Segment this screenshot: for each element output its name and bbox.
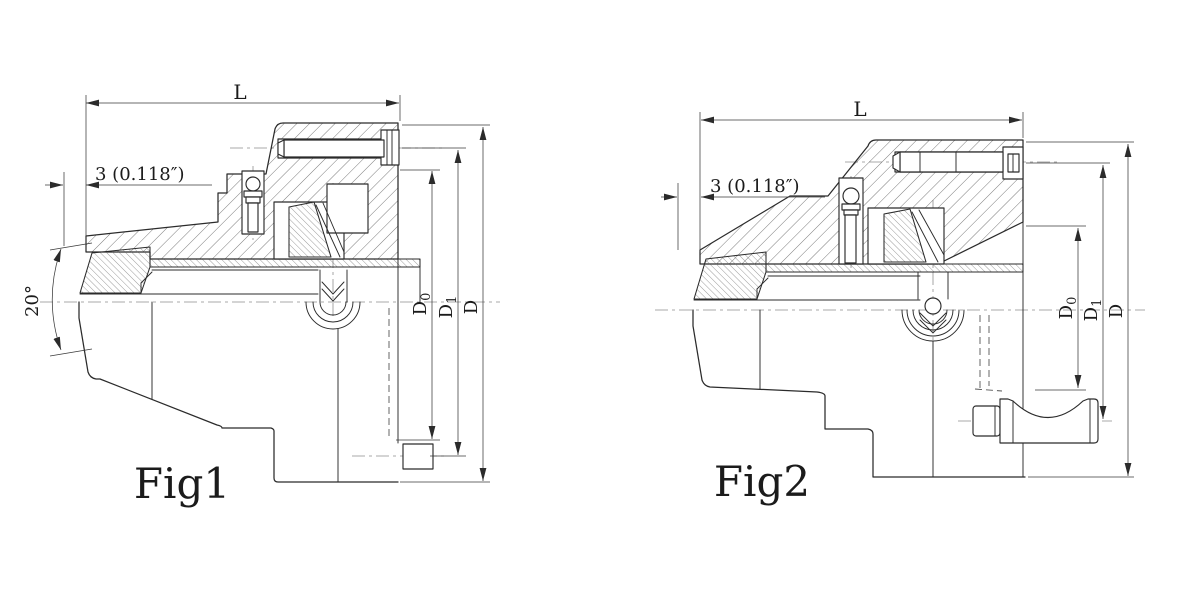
fig2-dim-d0-label: D0	[1056, 297, 1080, 320]
fig1-caption: Fig1	[134, 459, 230, 508]
fig1-dim-d-label: D	[461, 300, 482, 314]
fig1-collet-wedge	[288, 201, 345, 258]
fig2-caption: Fig2	[714, 457, 810, 506]
fig2-front-wedge	[693, 251, 767, 300]
fig1-dim-L-label: L	[233, 80, 246, 104]
fig2-cam-handle	[972, 398, 1099, 444]
fig2-dimensions: L 3 (0.118″) D0 D1 D	[661, 97, 1134, 478]
fig1-dim-d0-label: D0	[410, 293, 434, 316]
fig2-dim-L-label: L	[853, 97, 866, 121]
fig1-view: L 3 (0.118″) 20° D0 D1 D	[22, 80, 500, 508]
fig1-lower-profile	[78, 258, 434, 483]
fig2-hex-socket	[1007, 153, 1020, 173]
fig2-dim-d1-label: D1	[1081, 299, 1105, 322]
fig1-dim-offset-label: 3 (0.118″)	[95, 164, 184, 185]
fig1-ball-plunger	[243, 176, 263, 233]
fig2-collet-wedge	[883, 208, 945, 263]
fig1-dimensions: L 3 (0.118″) 20° D0 D1 D	[22, 80, 490, 483]
fig1-lock-block	[402, 443, 434, 470]
fig2-cap-screw	[892, 151, 1020, 173]
fig2-cam-knob	[972, 405, 1001, 437]
fig2-detent	[901, 271, 965, 342]
fig1-front-wedge	[79, 246, 151, 294]
fig1-dim-d1-label: D1	[436, 296, 460, 319]
fig2-ball-plunger	[841, 187, 861, 264]
fig2-dim-offset-label: 3 (0.118″)	[710, 176, 799, 197]
fig2-sleeve-section	[693, 251, 1024, 301]
fig1-sleeve-section	[79, 246, 421, 303]
fig1-detent	[305, 269, 361, 330]
fig2-view: L 3 (0.118″) D0 D1 D Fig2	[655, 97, 1145, 506]
fig1-clamp-screw	[277, 129, 393, 166]
fig2-dim-d-label: D	[1106, 304, 1127, 318]
fig1-window	[326, 183, 369, 234]
fig1-dim-angle-label: 20°	[22, 285, 43, 317]
